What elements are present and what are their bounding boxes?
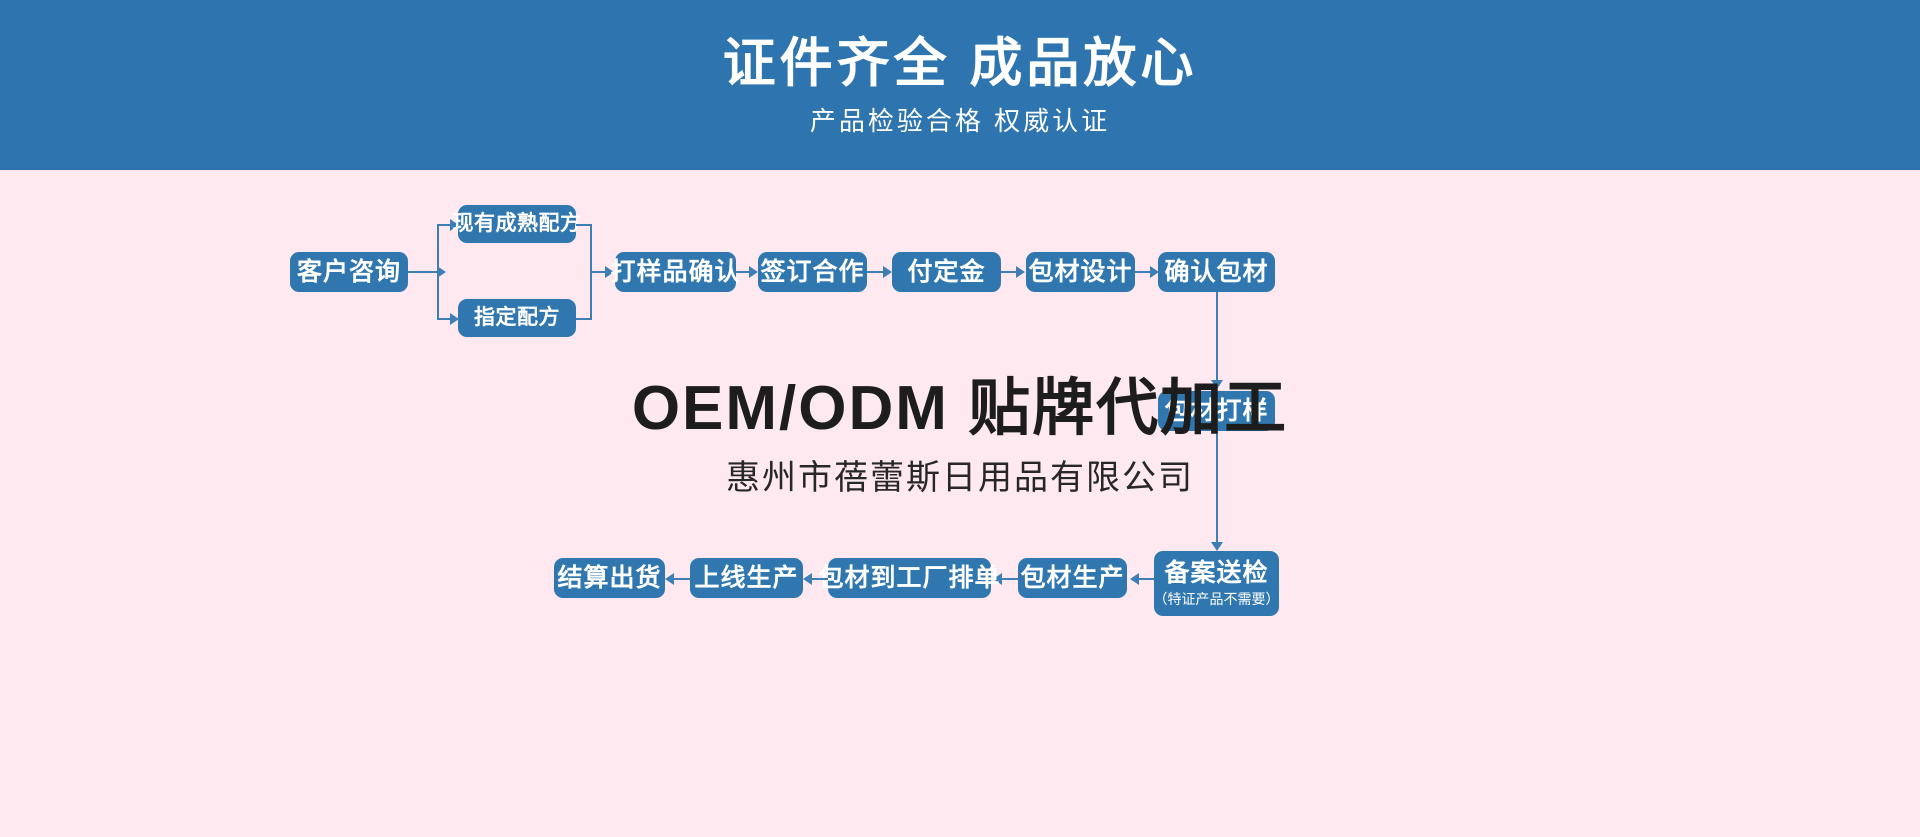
connector-start-production-to-settle (668, 578, 690, 580)
arrowhead-split-to-existing-formula (450, 219, 459, 231)
connector-inquiry-to-split (408, 271, 437, 273)
connector-sign-to-deposit (867, 271, 889, 273)
center-headline-block: OEM/ODM 贴牌代加工 (0, 374, 1920, 443)
connector-deposit-to-package-design (1001, 271, 1023, 273)
connector-merge-to-sample-confirm (590, 271, 612, 273)
flowchart-stage: 客户咨询 现有成熟配方 指定配方 打样品确认 签订合作 付定金 包材设计 确认包 (0, 170, 1920, 837)
arrowhead-package-design-to-confirm (1150, 266, 1159, 278)
connector-split-to-custom-formula (437, 318, 456, 320)
banner-divider (0, 168, 1920, 170)
connector-custom-formula-to-merge (576, 318, 592, 320)
flow-node-filing-inspection-sublabel: （特证产品不需要） (1153, 590, 1280, 607)
connector-factory-to-start-production (806, 578, 828, 580)
flow-node-package-confirm[interactable]: 确认包材 (1158, 252, 1275, 292)
flow-node-package-design[interactable]: 包材设计 (1026, 252, 1135, 292)
flow-node-package-confirm-label: 确认包材 (1164, 257, 1269, 286)
arrowhead-sample-confirm-to-sign (749, 266, 758, 278)
connector-package-production-to-factory (996, 578, 1018, 580)
company-name: 惠州市蓓蕾斯日用品有限公司 (726, 459, 1194, 497)
arrowhead-package-sample-to-filing (1211, 542, 1223, 551)
arrowhead-inquiry-to-split (437, 266, 446, 278)
flow-node-filing-inspection-label: 备案送检 (1164, 559, 1269, 588)
arrowhead-factory-to-start-production (803, 573, 812, 585)
connector-split-to-existing-formula (437, 224, 456, 226)
arrowhead-sign-to-deposit (883, 266, 892, 278)
connector-package-design-to-confirm (1135, 271, 1157, 273)
arrowhead-package-confirm-to-sample (1211, 380, 1223, 389)
banner-subtitle: 产品检验合格 权威认证 (809, 105, 1111, 136)
flow-node-start-production[interactable]: 上线生产 (690, 558, 803, 598)
connector-package-confirm-to-sample (1216, 292, 1218, 384)
flow-node-settle-shipment[interactable]: 结算出货 (554, 558, 665, 598)
page-title: OEM/ODM 贴牌代加工 (631, 374, 1289, 443)
flow-node-sign-contract[interactable]: 签订合作 (758, 252, 867, 292)
flow-node-customer-inquiry[interactable]: 客户咨询 (290, 252, 408, 292)
flow-node-package-design-label: 包材设计 (1028, 257, 1133, 286)
flow-node-sample-confirm-label: 打样品确认 (610, 257, 741, 286)
flow-node-existing-formula[interactable]: 现有成熟配方 (453, 205, 581, 243)
flow-node-pay-deposit-label: 付定金 (907, 257, 986, 286)
connector-existing-formula-to-merge (576, 224, 592, 226)
flow-node-package-to-factory-label: 包材到工厂排单 (818, 563, 1001, 592)
flow-node-package-production-label: 包材生产 (1020, 563, 1125, 592)
connector-sample-confirm-to-sign (736, 271, 755, 273)
flow-node-pay-deposit[interactable]: 付定金 (892, 252, 1001, 292)
flow-node-start-production-label: 上线生产 (694, 563, 799, 592)
flow-node-existing-formula-label: 现有成熟配方 (452, 211, 582, 235)
flow-node-package-sample-label: 包材打样 (1164, 396, 1269, 425)
flow-node-settle-shipment-label: 结算出货 (557, 563, 662, 592)
flow-node-filing-inspection[interactable]: 备案送检 （特证产品不需要） (1153, 551, 1280, 616)
connector-split-spine (437, 224, 439, 319)
flow-node-package-sample[interactable]: 包材打样 (1158, 391, 1275, 431)
flow-node-package-to-factory[interactable]: 包材到工厂排单 (819, 558, 1000, 598)
banner-title: 证件齐全 成品放心 (722, 33, 1198, 93)
flow-node-package-production[interactable]: 包材生产 (1018, 558, 1127, 598)
header-banner: 证件齐全 成品放心 产品检验合格 权威认证 (0, 0, 1920, 170)
arrowhead-deposit-to-package-design (1016, 266, 1025, 278)
center-company-block: 惠州市蓓蕾斯日用品有限公司 (0, 459, 1920, 497)
flow-node-custom-formula[interactable]: 指定配方 (458, 299, 576, 337)
arrowhead-package-production-to-factory (993, 573, 1002, 585)
flow-node-customer-inquiry-label: 客户咨询 (296, 257, 401, 286)
arrowhead-split-to-custom-formula (450, 313, 459, 325)
arrowhead-merge-to-sample-confirm (605, 266, 614, 278)
arrowhead-start-production-to-settle (665, 573, 674, 585)
connector-package-sample-to-filing (1216, 431, 1218, 546)
flow-node-sign-contract-label: 签订合作 (760, 257, 865, 286)
flow-node-sample-confirm[interactable]: 打样品确认 (611, 252, 740, 292)
arrowhead-filing-to-package-production (1130, 573, 1139, 585)
flow-node-custom-formula-label: 指定配方 (474, 305, 560, 329)
connector-filing-to-package-production (1133, 578, 1154, 580)
